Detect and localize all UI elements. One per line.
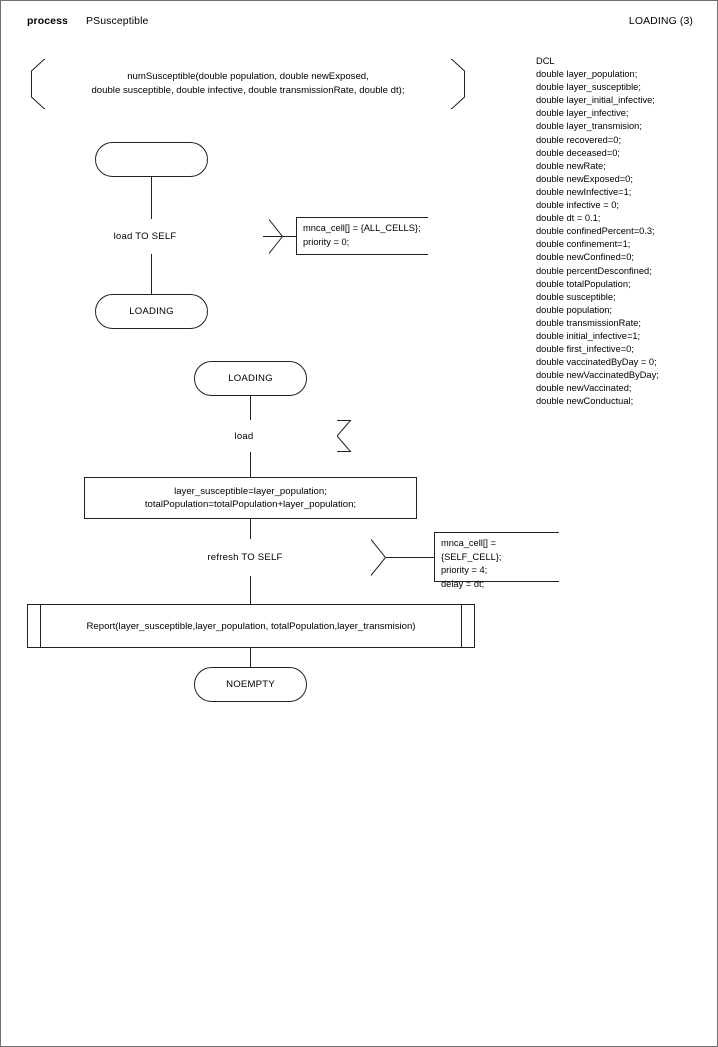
dcl-note: DCL double layer_population; double laye…	[530, 51, 686, 406]
task-assignments[interactable]: layer_susceptible=layer_population; tota…	[84, 477, 417, 519]
state-loading-nextstate[interactable]: LOADING	[95, 294, 208, 329]
state-loading-start[interactable]: LOADING	[194, 361, 307, 396]
state-start-empty[interactable]	[95, 142, 208, 177]
comment-refresh-output: mnca_cell[] = {SELF_CELL}; priority = 4;…	[434, 532, 559, 589]
state-noempty-nextstate[interactable]: NOEMPTY	[194, 667, 307, 702]
flowline-refresh-to-procedure-call	[250, 576, 251, 604]
call-bar-left	[40, 605, 41, 647]
flowline-loading-to-input	[250, 396, 251, 420]
call-bar-right	[461, 605, 462, 647]
procedure-declaration-symbol: numSusceptible(double population, double…	[31, 59, 465, 109]
flowline-start-to-load-output	[151, 177, 152, 219]
input-load-label: load	[234, 430, 254, 442]
declaration-text: numSusceptible(double population, double…	[91, 71, 405, 96]
flowline-call-to-noempty	[250, 648, 251, 667]
comment-load-output: mnca_cell[] = {ALL_CELLS}; priority = 0;	[296, 217, 428, 255]
header-process-name: PSusceptible	[86, 15, 149, 27]
output-load-to-self[interactable]: load TO SELF	[21, 219, 284, 254]
procedure-call-report[interactable]: Report(layer_susceptible,layer_populatio…	[27, 604, 475, 648]
procedure-call-label: Report(layer_susceptible,layer_populatio…	[86, 620, 416, 632]
output-refresh-to-self[interactable]: refresh TO SELF	[119, 539, 387, 576]
comment-link-line-one	[263, 236, 297, 237]
flowline-input-to-task	[250, 452, 251, 477]
header-keyword: process	[27, 15, 68, 27]
dcl-note-text: DCL double layer_population; double laye…	[530, 51, 686, 406]
comment-link-line-two	[386, 557, 435, 558]
input-load[interactable]: load	[151, 420, 352, 452]
flowline-task-to-refresh-output	[250, 519, 251, 539]
output-load-label: load TO SELF	[113, 231, 177, 242]
output-refresh-label: refresh TO SELF	[207, 552, 283, 563]
flowline-load-output-to-loading	[151, 254, 152, 294]
header-page-label: LOADING (3)	[628, 15, 693, 27]
